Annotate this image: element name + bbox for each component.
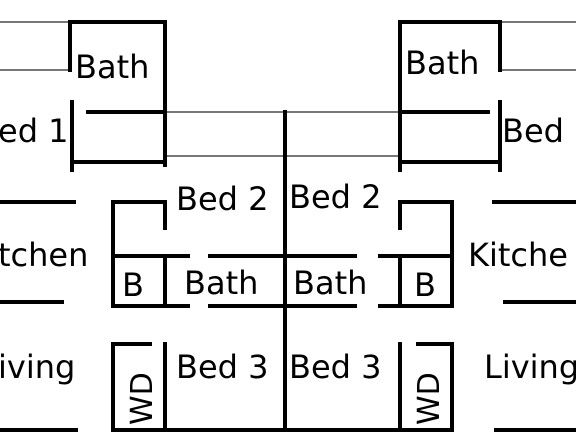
label-bed3-left: Bed 3 bbox=[176, 348, 268, 386]
label-bath-top-right: Bath bbox=[405, 44, 479, 82]
label-bed2-right: Bed 2 bbox=[289, 178, 381, 216]
label-wd-right: WD bbox=[412, 372, 447, 425]
thin-lines bbox=[0, 21, 576, 157]
label-living-right: Living bbox=[484, 348, 576, 386]
label-kitchen-left: tchen bbox=[0, 236, 88, 274]
label-b-right: B bbox=[414, 266, 436, 304]
label-living-left: iving bbox=[0, 348, 75, 386]
label-bed2-left: Bed 2 bbox=[176, 180, 268, 218]
label-bed1-left: ed 1 bbox=[0, 112, 69, 150]
walls bbox=[0, 20, 576, 432]
label-bed3-right: Bed 3 bbox=[289, 348, 381, 386]
label-b-left: B bbox=[122, 266, 144, 304]
label-bath-mid-right: Bath bbox=[293, 264, 367, 302]
label-bath-mid-left: Bath bbox=[184, 264, 258, 302]
label-bath-top-left: Bath bbox=[75, 48, 149, 86]
label-kitchen-right: Kitche bbox=[468, 236, 568, 274]
label-bed1-right: Bed bbox=[502, 112, 564, 150]
label-wd-left: WD bbox=[125, 372, 160, 425]
room-labels: Bath Bath ed 1 Bed Bed 2 Bed 2 tchen Kit… bbox=[0, 44, 576, 425]
